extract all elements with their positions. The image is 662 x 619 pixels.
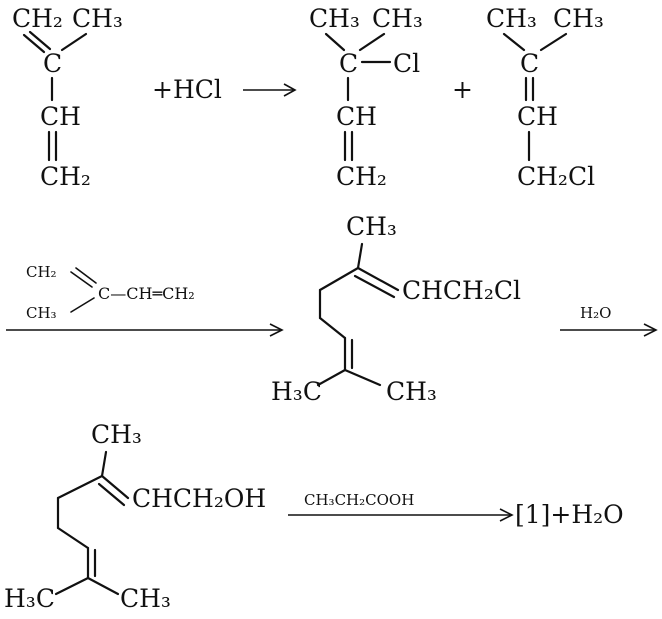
hcl-reagent: +HCl: [152, 75, 222, 104]
reagent-chain: C—CH═CH₂: [98, 284, 195, 303]
isoprene-c: C: [43, 49, 62, 78]
propanoic-acid-label: CH₃CH₂COOH: [304, 491, 414, 509]
reaction-arrow-2: [6, 323, 284, 337]
single-bond: [60, 32, 88, 52]
isoprene-ch3: CH₃: [72, 4, 123, 33]
single-bond: [100, 450, 108, 478]
product1-c: C: [339, 49, 358, 78]
single-bond: [356, 242, 364, 270]
single-bond: [539, 32, 568, 52]
chain-bond: [318, 266, 360, 292]
product-1-chloro-structure: CH₃ CH₃ C CH CH₂Cl: [486, 4, 604, 191]
gc-ch3-bottom: CH₃: [386, 377, 437, 406]
geraniol-structure: CH₃ CHCH₂OH H₃C CH₃: [4, 420, 266, 613]
geraniol-ch3-top: CH₃: [91, 420, 142, 449]
chain-bond: [318, 316, 347, 340]
reagent-ch3: CH₃: [26, 304, 57, 322]
product2-ch: CH: [517, 102, 558, 131]
isoprene-ch: CH: [40, 102, 81, 131]
product1-ch2: CH₂: [336, 162, 387, 191]
single-bond: [54, 576, 90, 596]
gc-chain: CHCH₂Cl: [402, 276, 521, 305]
product1-ch: CH: [336, 102, 377, 131]
chain-bond: [56, 474, 104, 500]
h2o-label: H₂O: [580, 304, 611, 322]
gc-h3c: H₃C: [271, 377, 322, 406]
single-bond: [70, 297, 95, 313]
reaction-arrow-3: [560, 323, 658, 337]
double-bond-line-a: [22, 33, 46, 54]
single-bond: [86, 576, 120, 596]
reaction-arrow-4: [288, 508, 514, 522]
product1-ch3-right: CH₃: [372, 4, 423, 33]
double-bond-line-a: [356, 266, 400, 292]
chain-bond: [56, 526, 90, 550]
geraniol-h3c: H₃C: [4, 584, 55, 613]
double-bond-line-b: [353, 274, 396, 299]
product2-c: C: [520, 49, 539, 78]
product2-ch2cl: CH₂Cl: [517, 162, 595, 191]
gc-ch3-top: CH₃: [346, 212, 397, 241]
geraniol-chain: CHCH₂OH: [132, 484, 266, 513]
geranyl-chloride-structure: CH₃ CHCH₂Cl H₃C CH₃: [271, 212, 521, 406]
double-bond-line-a: [70, 271, 93, 288]
arrow-reagent-isoprene: CH₂ CH₃ C—CH═CH₂: [26, 263, 195, 322]
product2-ch3-left: CH₃: [486, 4, 537, 33]
product1-cl: Cl: [393, 49, 420, 78]
plus-sign: +: [452, 75, 473, 104]
result-product: [1]+H₂O: [515, 500, 624, 529]
double-bond-line-b: [97, 482, 126, 507]
isoprene-ch2-top: CH₂: [12, 4, 63, 33]
double-bond-line-a: [100, 474, 130, 500]
reagent-ch2: CH₂: [26, 263, 57, 281]
isoprene-ch2-bottom: CH₂: [40, 162, 91, 191]
single-bond: [502, 32, 526, 52]
geraniol-ch3-bottom: CH₃: [120, 584, 171, 613]
product2-ch3-right: CH₃: [553, 4, 604, 33]
single-bond: [343, 368, 382, 387]
double-bond-line-b: [75, 267, 97, 284]
product-3-chloro-structure: CH₃ CH₃ C Cl CH CH₂: [309, 4, 423, 191]
single-bond: [324, 32, 346, 52]
single-bond: [358, 32, 386, 52]
product1-ch3-left: CH₃: [309, 4, 360, 33]
reaction-arrow-1: [243, 83, 297, 97]
double-bond-line-b: [28, 30, 52, 51]
isoprene-structure: CH₂ CH₃ C CH CH₂: [12, 4, 123, 191]
single-bond: [316, 368, 347, 387]
